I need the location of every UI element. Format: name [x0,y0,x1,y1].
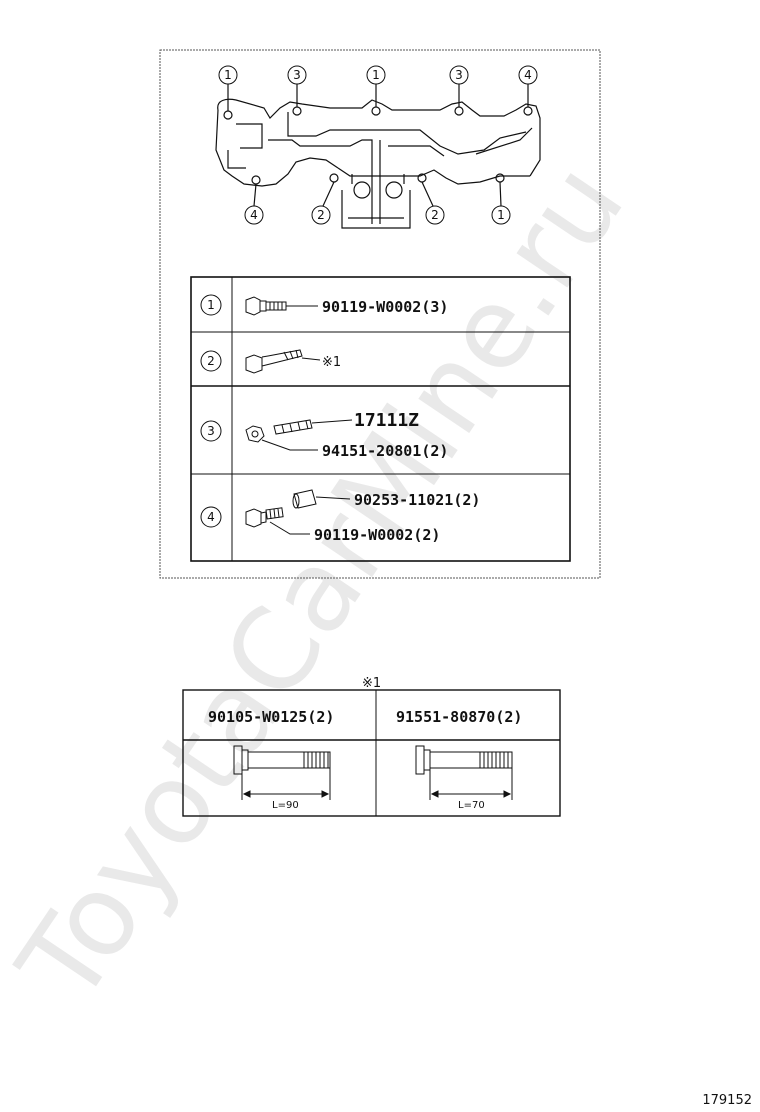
gasket-drawing [215,84,541,229]
long-bolt-icon [245,349,303,374]
sleeve-icon [292,489,317,509]
nut-icon [245,425,265,443]
row-ref-1 [200,294,222,316]
variant-note-mark: ※1 [362,676,381,691]
flange-bolt-icon [245,296,287,316]
stud-icon [273,419,313,435]
row-ref-label: 3 [207,424,215,438]
row-ref-label: 2 [207,354,215,368]
callout-2-bottom-left [311,205,331,225]
part-number-label[interactable]: 90119-W0002(2) [314,526,440,544]
callout-2-bottom-right [425,205,445,225]
row-ref-2 [200,350,222,372]
watermark: ToyotaCarMine.ru [0,141,650,1026]
callout-label: 4 [524,68,532,82]
part-number-label[interactable]: 90119-W0002(3) [322,298,448,316]
callouts [218,65,538,225]
part-number-label[interactable]: 94151-20801(2) [322,442,448,460]
diagram-id: 179152 [702,1093,752,1108]
bolt-l90-icon [233,745,331,800]
callout-4-bottom [244,205,264,225]
callout-label: 3 [455,68,463,82]
callout-3-top [287,65,307,85]
row-ref-3 [200,420,222,442]
callout-label: 1 [372,68,380,82]
callout-1-bottom [491,205,511,225]
callout-1-top-mid [366,65,386,85]
callout-label: 2 [317,208,325,222]
bolt-l70-icon [415,745,513,800]
callout-1-top-left [218,65,238,85]
variant-part-number[interactable]: 91551-80870(2) [396,708,522,726]
callout-3-top-right [449,65,469,85]
part-number-label[interactable]: 17111Z [354,410,419,431]
note-reference-mark[interactable]: ※1 [322,355,341,370]
variant-part-number[interactable]: 90105-W0125(2) [208,708,334,726]
row-ref-label: 4 [207,510,215,524]
callout-label: 4 [250,208,258,222]
callout-label: 1 [224,68,232,82]
diagram-frame [159,49,601,579]
row-ref-label: 1 [207,298,215,312]
flange-bolt-icon [245,507,284,528]
variant-length-label: L=90 [272,800,299,811]
parts-table [190,276,571,562]
callout-label: 3 [293,68,301,82]
callout-label: 2 [431,208,439,222]
variant-length-label: L=70 [458,800,485,811]
row-ref-4 [200,506,222,528]
callout-4-top-right [518,65,538,85]
variant-table [182,689,561,817]
callout-label: 1 [497,208,505,222]
part-number-label[interactable]: 90253-11021(2) [354,491,480,509]
